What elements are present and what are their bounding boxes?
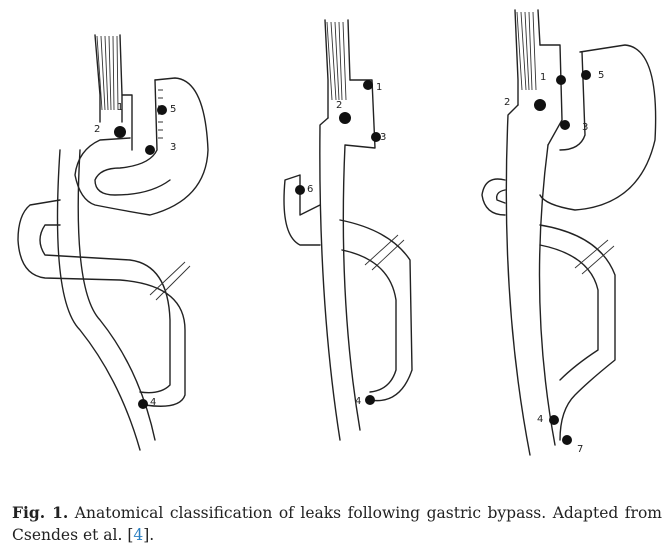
leak-label-2: 2	[336, 100, 342, 111]
leak-label-1: 1	[540, 72, 546, 83]
leak-label-4: 4	[150, 397, 156, 408]
leak-label-6: 6	[307, 184, 313, 195]
leak-label-2: 2	[94, 124, 100, 135]
leak-label-5: 5	[170, 104, 176, 115]
leak-label-2: 2	[504, 97, 510, 108]
reference-link[interactable]: 4	[133, 526, 144, 544]
panel-3-drawing: 1 2 3 4 5 7	[481, 9, 657, 456]
caption-end: ].	[143, 526, 155, 544]
leak-label-3: 3	[170, 142, 176, 153]
figure-label: Fig. 1.	[12, 503, 69, 522]
panel-1-drawing: 1 2 3 4 5	[17, 34, 209, 451]
gastric-bypass-leak-diagram: 1 2 3 4 5 1 2 3 4 6 1 2 3 4 5 7	[17, 9, 657, 456]
panel-2-drawing: 1 2 3 4 6	[283, 19, 413, 441]
figure-caption: Fig. 1. Anatomical classification of lea…	[12, 502, 662, 546]
leak-label-4: 4	[355, 396, 361, 407]
leak-label-1: 1	[376, 82, 382, 93]
leak-label-4: 4	[537, 414, 543, 425]
leak-label-3: 3	[582, 122, 588, 133]
leak-label-1: 1	[117, 102, 123, 113]
leak-label-5: 5	[598, 70, 604, 81]
leak-label-3: 3	[380, 132, 386, 143]
caption-text: Anatomical classification of leaks follo…	[12, 504, 662, 544]
leak-label-7: 7	[577, 444, 583, 455]
